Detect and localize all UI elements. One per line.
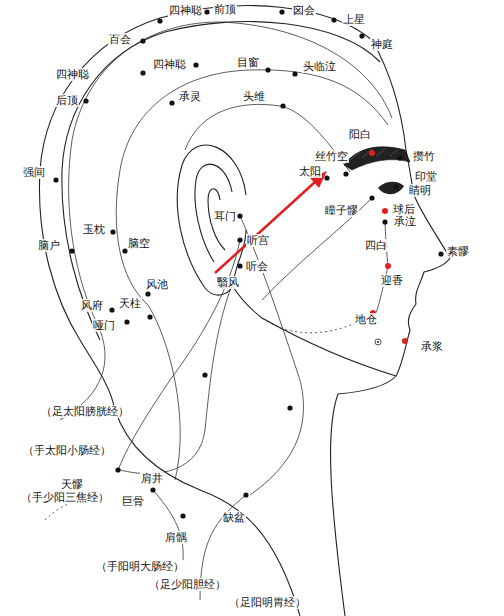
acupoint-label: 脑空 (127, 237, 151, 250)
acupoint-dots (53, 9, 443, 518)
acupoint-label: （手少阳三焦经） (20, 491, 110, 504)
acupoint-label: 强间 (22, 166, 46, 179)
acupoint-label: 巨骨 (121, 495, 145, 508)
mouth-mark (375, 339, 381, 345)
acupoint-label: 百会 (108, 33, 132, 46)
acupoint-label: 四神聪 (152, 58, 187, 71)
acupoint-label: 风府 (80, 299, 104, 312)
acupoint-label: 攒竹 (412, 150, 436, 163)
eyebrow (344, 147, 410, 170)
acupoint-label: 玉枕 (82, 223, 106, 236)
acupoint-label: （足太阳膀胱经） (40, 405, 130, 418)
acupoint-label: 肩井 (140, 472, 164, 485)
acupoint-label: 风池 (145, 278, 169, 291)
acupoint-label: 听宫 (246, 234, 270, 247)
acupoint-label: 哑门 (92, 319, 116, 332)
acupoint-label: 承浆 (420, 340, 444, 353)
head-outline (39, 6, 450, 616)
acupoint-label: 素髎 (446, 245, 470, 258)
acupoint-label: 上星 (342, 13, 366, 26)
acupoint-label: 后顶 (55, 94, 79, 107)
eyebrow-texture (350, 148, 398, 160)
meridian-lines (45, 22, 392, 600)
acupoint-label: 耳门 (213, 210, 237, 223)
acupoint-label: 头临泣 (302, 60, 337, 73)
acupoint-label: 前顶 (213, 3, 237, 16)
acupoint-label: 瞳子髎 (324, 204, 359, 217)
acupoint-label: 缺盆 (222, 511, 246, 524)
acupoint-label: 四神聪 (168, 4, 203, 17)
acupoint-label: 承灵 (178, 90, 202, 103)
acupoint-label: （足阳明胃经） (228, 596, 307, 609)
acupoint-label: 四白 (364, 239, 388, 252)
acupoint-label: 天柱 (118, 297, 142, 310)
acupoint-label: 翳风 (216, 276, 240, 289)
acupoint-label: 听会 (245, 260, 269, 273)
eye (378, 182, 404, 194)
acupoint-label: 印堂 (414, 170, 438, 183)
acupoint-label: 四神聪 (55, 68, 90, 81)
acupoint-label: 迎香 (380, 274, 404, 287)
acupoint-label: 目窗 (236, 56, 260, 69)
acupoint-label: （手太阳小肠经） (22, 444, 112, 457)
acupoint-label: （手阳明大肠经） (95, 560, 185, 573)
acupoint-label: （足少阳胆经） (148, 578, 227, 591)
acupoint-label: 肩髃 (164, 531, 188, 544)
acupoint-label: 神庭 (370, 38, 394, 51)
acupoint-label: 承泣 (393, 215, 417, 228)
acupoint-label: 天髎 (60, 478, 84, 491)
acupoint-label: 丝竹空 (314, 150, 349, 163)
acupoint-label: 头维 (242, 90, 266, 103)
mouth-mark (377, 341, 379, 343)
acupoint-label: 睛明 (408, 184, 432, 197)
acupoint-label: 阳白 (348, 128, 372, 141)
acupoint-label: 囟会 (292, 4, 316, 17)
acupoint-label: 太阳 (298, 165, 322, 178)
acupoint-label: 地仓 (354, 313, 378, 326)
acupoint-label: 脑户 (37, 239, 61, 252)
